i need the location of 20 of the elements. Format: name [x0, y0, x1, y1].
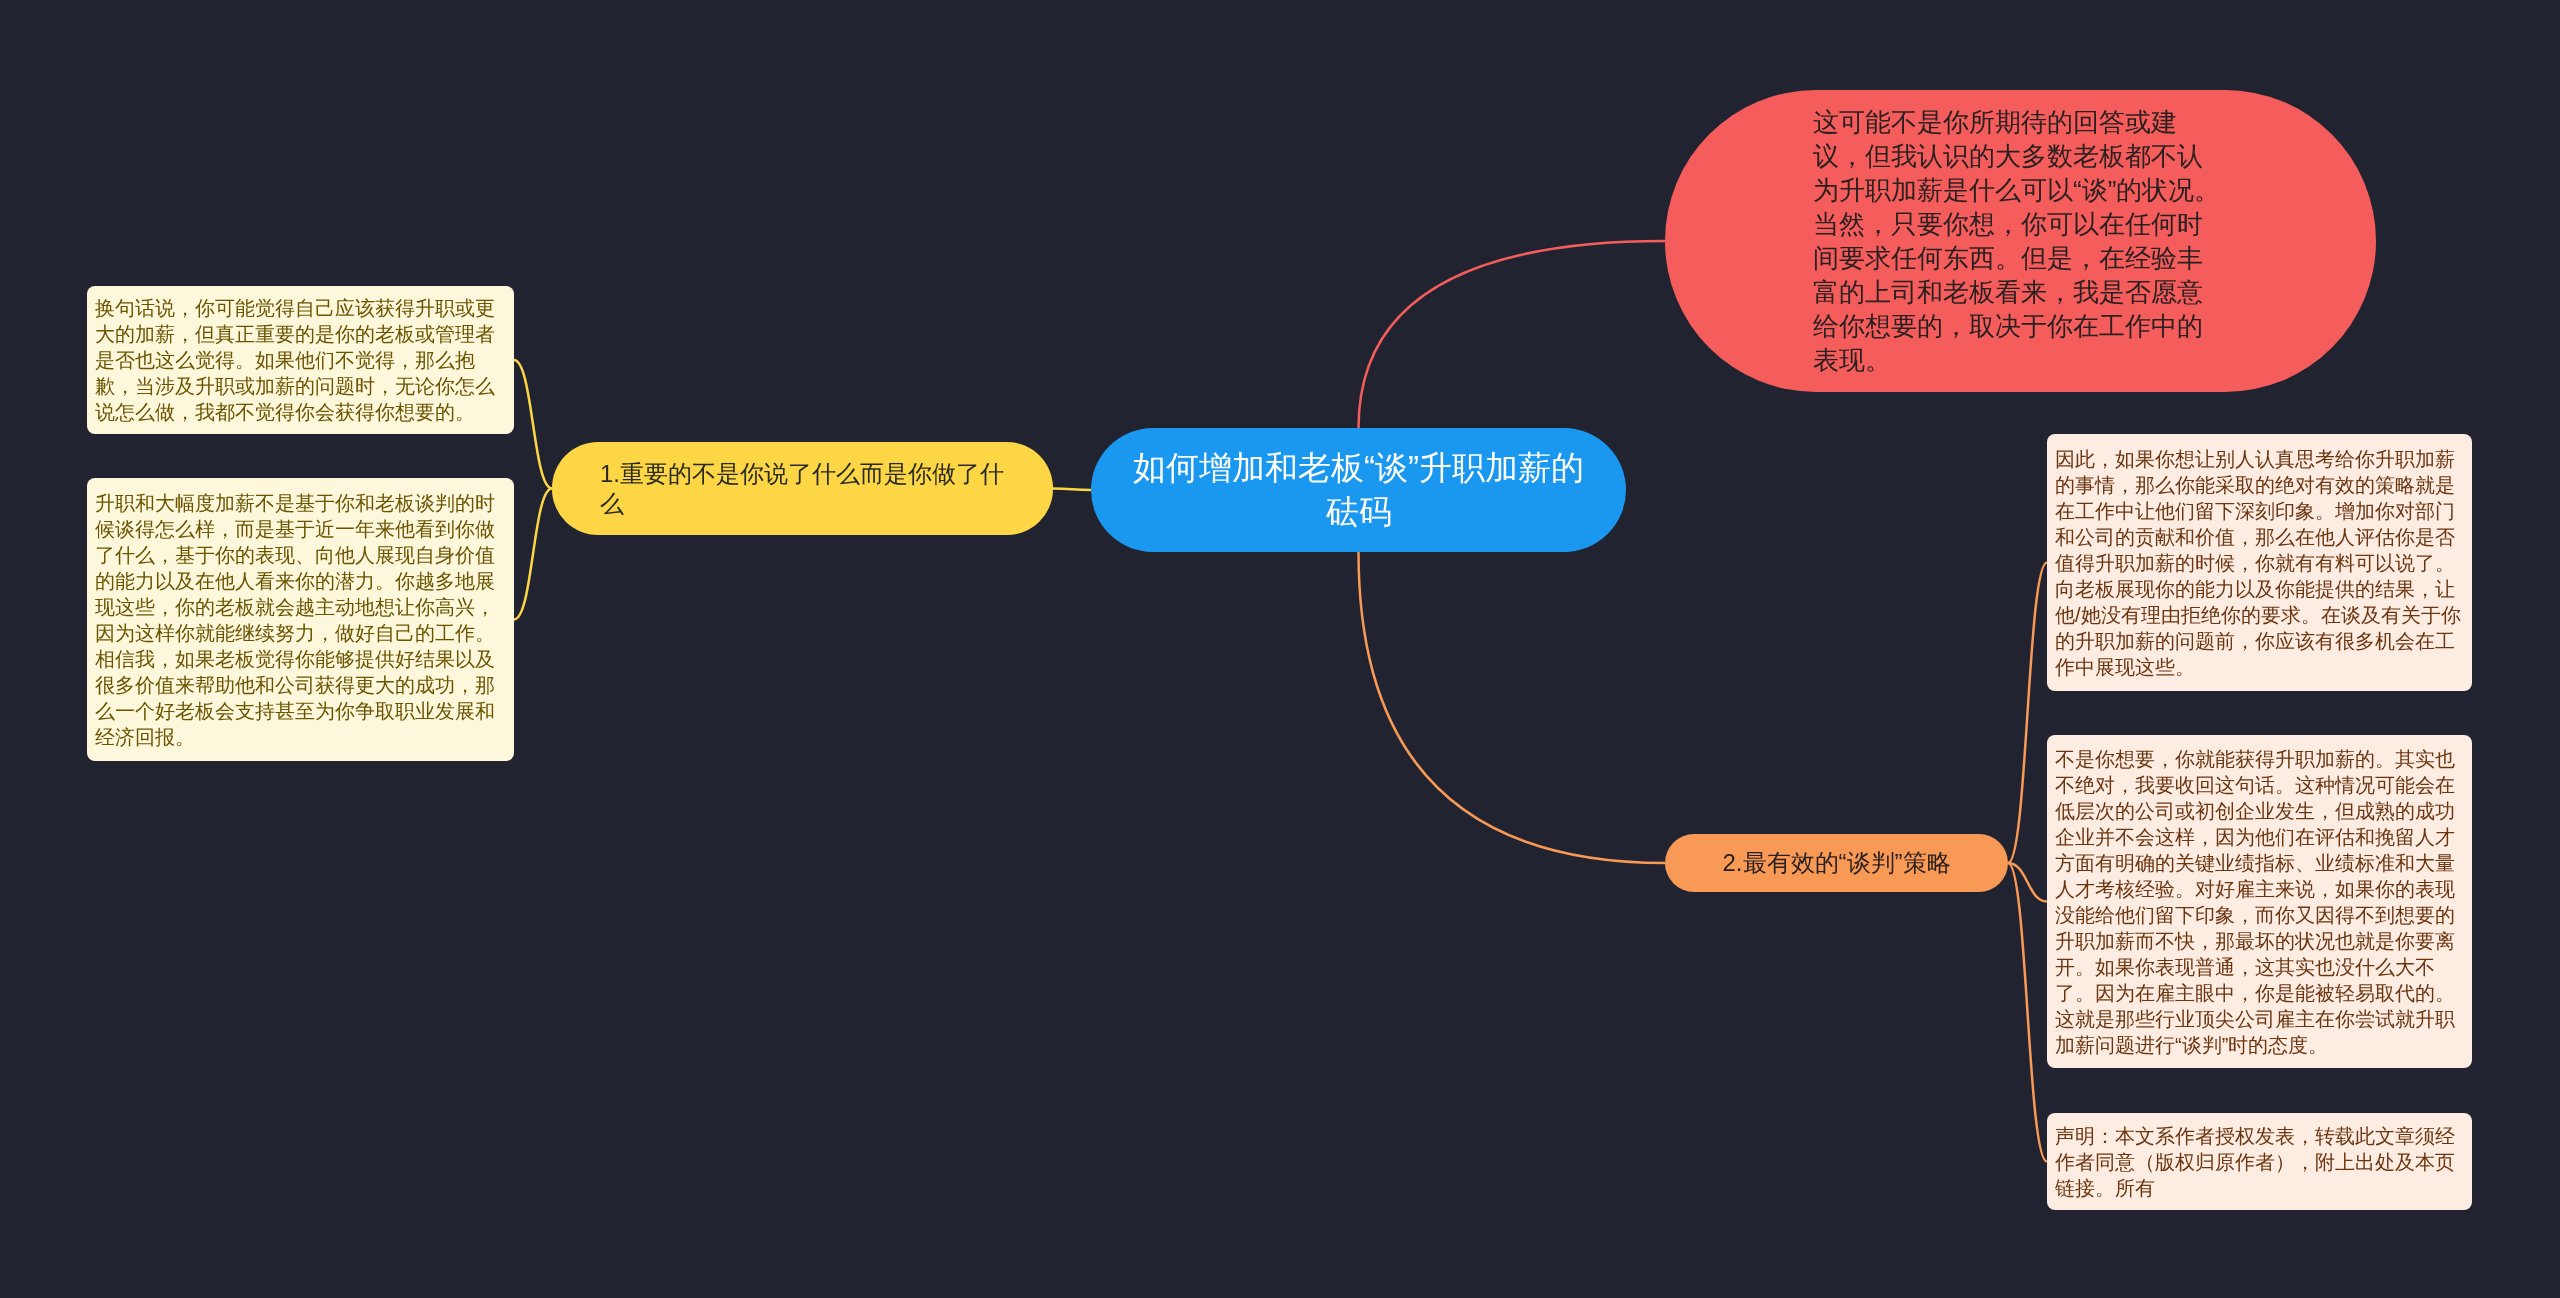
connector-line [2007, 861, 2048, 903]
connector-line [1053, 487, 1091, 492]
node-text: 声明：本文系作者授权发表，转载此文章须经作者同意（版权归原作者），附上出处及本页链接。所有 [2055, 1123, 2456, 1201]
node-text: 如何增加和老板“谈”升职加薪的砝码 [1132, 448, 1585, 532]
connector-line [513, 358, 553, 490]
node-text: 这可能不是你所期待的回答或建议，但我认识的大多数老板都不认为升职加薪是什么可以“谈”的状况。当然，只要你想，你可以在任何时间要求任何东西。但是，在经验丰富的上司和老板看来，我是否愿意给你想要的，取决于你在工作中的表现。 [1813, 106, 2222, 377]
node-text: 升职和大幅度加薪不是基于你和老板谈判的时候谈得怎么样，而是基于近一年来他看到你做了什么，基于你的表现、向他人展现自身价值的能力以及在他人看来你的潜力。你越多地展现这些，你的老板就会越主动地想让你高兴，因为这样你就能继续努力，做好自己的工作。相信我，如果老板觉得你能够提供好结果以及很多价值来帮助他和公司获得更大的成功，那么一个好老板会支持甚至为你争取职业发展和经济回报。 [95, 490, 496, 750]
node-text: 因此，如果你想让别人认真思考给你升职加薪的事情，那么你能采取的绝对有效的策略就是在工作中让他们留下深刻印象。增加你对部门和公司的贡献和价值，那么在他人评估你是否值得升职加薪的时候，你就有有料可以说了。向老板展现你的能力以及你能提供的结果，让他/她没有理由拒绝你的要求。在谈及有关于你的升职加薪的问题前，你应该有很多机会在工作中展现这些。 [2055, 446, 2462, 680]
connector-line [2007, 862, 2048, 1163]
note-card [2047, 1113, 2472, 1210]
node-text: 2.最有效的“谈判”策略 [1721, 848, 1952, 878]
connector-line [2007, 561, 2048, 864]
note-card [87, 286, 514, 434]
node-text: 不是你想要，你就能获得升职加薪的。其实也不绝对，我要收回这句话。这种情况可能会在低层次的公司或初创企业发生，但成熟的成功企业并不会这样，因为他们在评估和挽留人才方面有明确的关键业绩指标、业绩标准和大量人才考核经验。对好雇主来说，如果你的表现没能给他们留下印象，而你又因得不到想要的升职加薪而不快，那最坏的状况也就是你要离开。如果你表现普通，这其实也没什么大不了。因为在雇主眼中，你是能被轻易取代的。这就是那些行业顶尖公司雇主在你尝试就升职加薪问题进行“谈判”时的态度。 [2055, 746, 2456, 1058]
branch-topic [1665, 834, 2008, 892]
node-text: 1.重要的不是你说了什么而是你做了什么 [600, 458, 1005, 519]
connector-line [513, 487, 553, 621]
connector-line [1357, 239, 1666, 429]
node-text: 换句话说，你可能觉得自己应该获得升职或更大的加薪，但真正重要的是你的老板或管理者是否也这么觉得。如果他们不觉得，那么抱歉，当涉及升职或加薪的问题时，无论你怎么说怎么做，我都不觉得你会获得你想要的。 [95, 296, 496, 425]
connector-line [1357, 551, 1666, 865]
